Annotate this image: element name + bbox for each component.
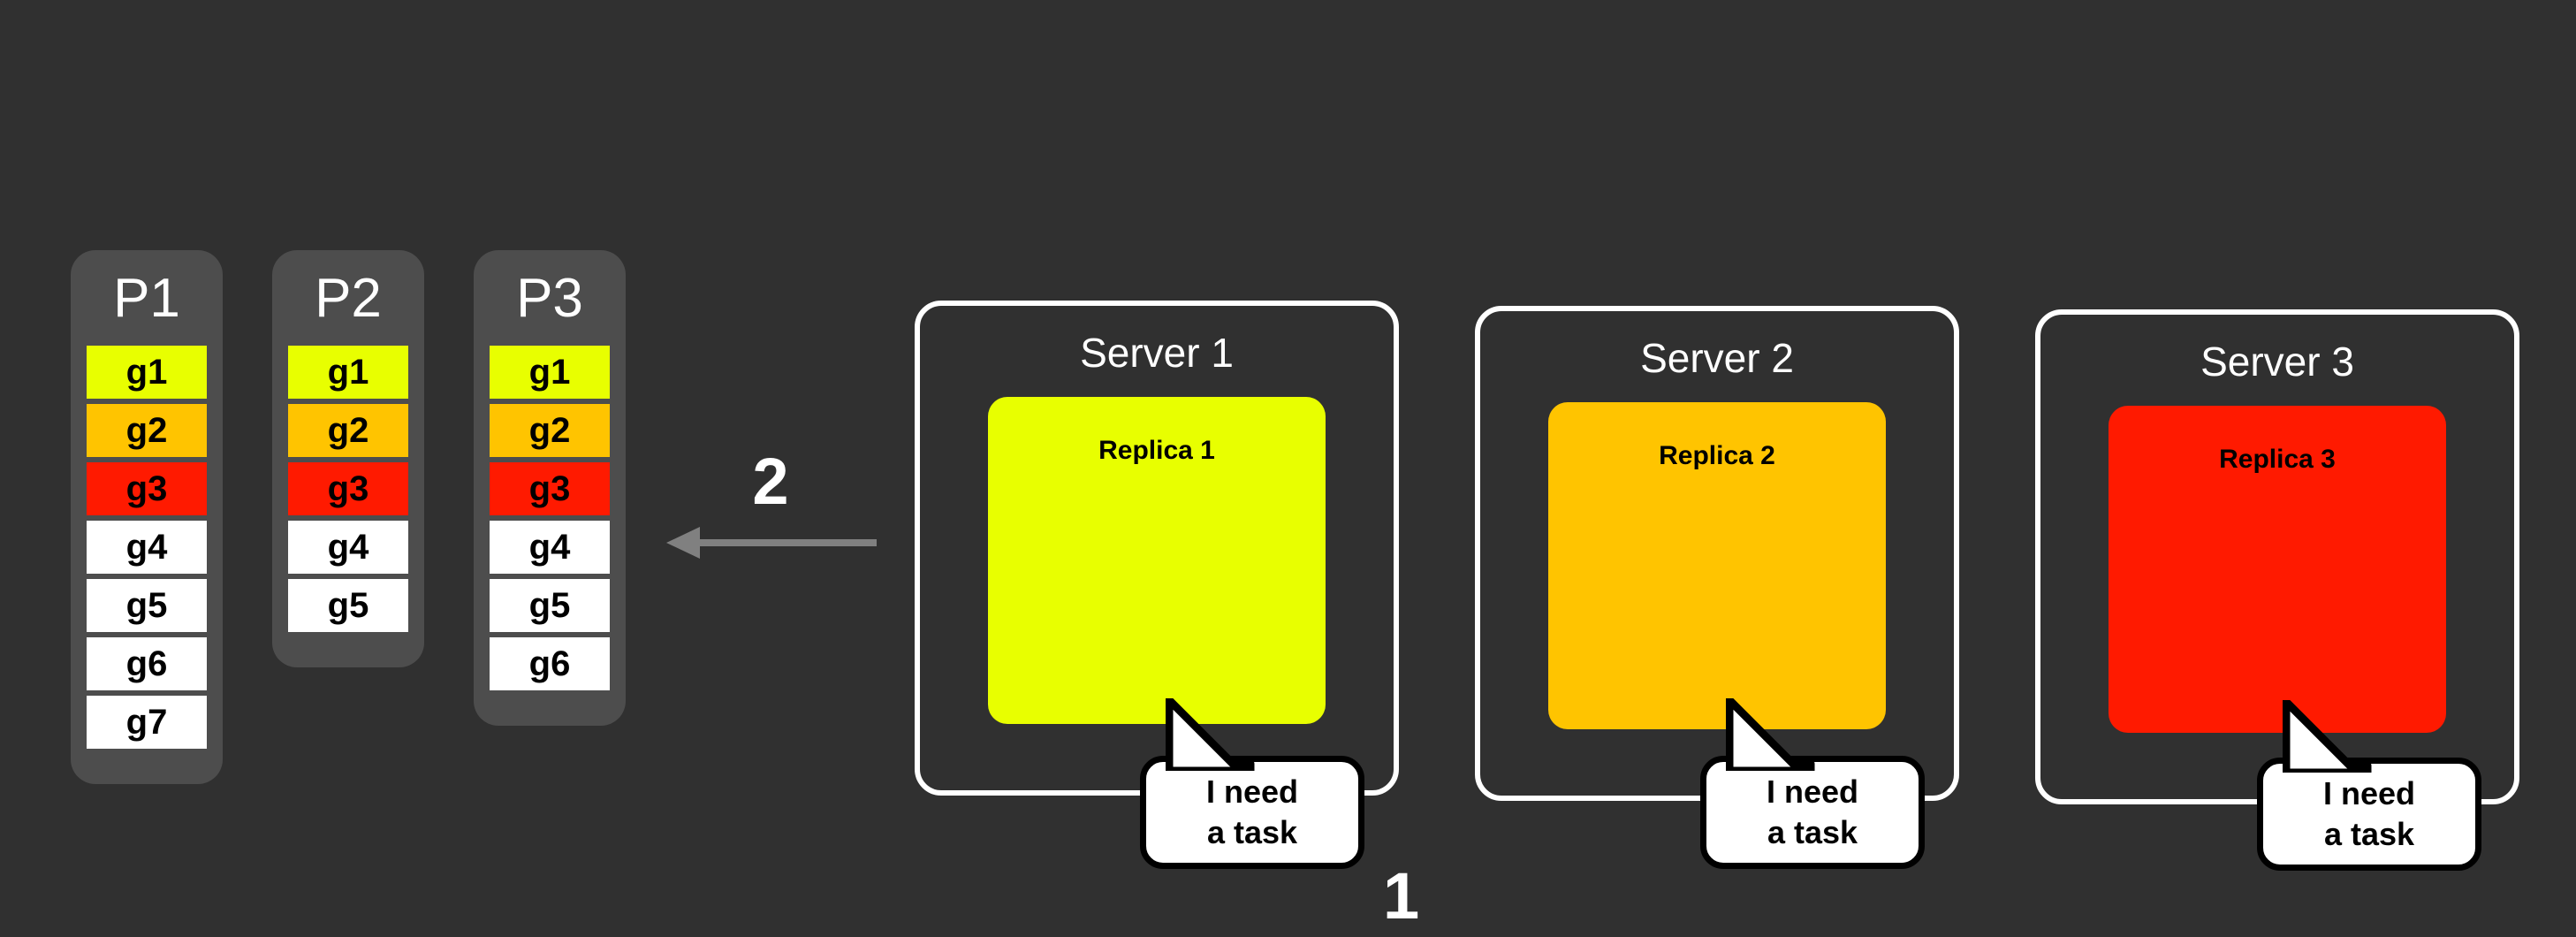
partition-slot[interactable]: g4 xyxy=(87,520,207,574)
speech-bubble-tail-icon xyxy=(2283,700,2372,773)
partition-slot[interactable]: g2 xyxy=(490,403,610,457)
speech-bubble-server-3[interactable]: I need a task xyxy=(2257,700,2481,871)
partition-slot[interactable]: g4 xyxy=(288,520,408,574)
partition-p3-slot-list: g1 g2 g3 g4 g5 g6 xyxy=(490,345,610,690)
replica-3-label: Replica 3 xyxy=(2219,445,2336,475)
server-group: Server 1 Replica 1 Server 2 Replica 2 Se… xyxy=(915,301,2519,804)
partition-slot[interactable]: g2 xyxy=(87,403,207,457)
speech-bubble-server-2[interactable]: I need a task xyxy=(1700,698,1925,869)
partition-slot[interactable]: g1 xyxy=(87,345,207,399)
partition-p1[interactable]: P1 g1 g2 g3 g4 g5 g6 g7 xyxy=(71,250,223,784)
partition-p2-slot-list: g1 g2 g3 g4 g5 xyxy=(288,345,408,632)
partition-slot[interactable]: g7 xyxy=(87,695,207,749)
partition-slot[interactable]: g3 xyxy=(490,461,610,515)
replica-1-label: Replica 1 xyxy=(1098,436,1215,466)
partition-slot[interactable]: g2 xyxy=(288,403,408,457)
partition-slot[interactable]: g4 xyxy=(490,520,610,574)
partition-p1-slot-list: g1 g2 g3 g4 g5 g6 g7 xyxy=(87,345,207,749)
replica-3[interactable]: Replica 3 xyxy=(2109,406,2446,734)
speech-bubble-line-1: I need xyxy=(2322,774,2416,811)
partition-slot[interactable]: g6 xyxy=(490,636,610,690)
partition-slot[interactable]: g1 xyxy=(288,345,408,399)
partition-slot[interactable]: g1 xyxy=(490,345,610,399)
speech-bubble-line-1: I need xyxy=(1766,773,1859,810)
partition-p2[interactable]: P2 g1 g2 g3 g4 g5 xyxy=(272,250,424,667)
speech-bubble-line-2: a task xyxy=(1206,814,1298,850)
partition-slot[interactable]: g5 xyxy=(87,578,207,632)
server-3[interactable]: Server 3 Replica 3 xyxy=(2035,309,2519,804)
partition-slot[interactable]: g3 xyxy=(288,461,408,515)
server-1[interactable]: Server 1 Replica 1 xyxy=(915,301,1399,796)
speech-bubble-line-2: a task xyxy=(1767,814,1858,850)
step-1-label: 1 xyxy=(1383,859,1420,933)
server-2[interactable]: Server 2 Replica 2 xyxy=(1475,306,1959,801)
partition-slot[interactable]: g6 xyxy=(87,636,207,690)
replica-2[interactable]: Replica 2 xyxy=(1548,402,1886,730)
partition-p3-title: P3 xyxy=(516,268,583,329)
server-3-title: Server 3 xyxy=(2200,339,2354,385)
step-2-arrow-group: 2 xyxy=(665,449,877,564)
partition-p1-title: P1 xyxy=(113,268,180,329)
partition-group: P1 g1 g2 g3 g4 g5 g6 g7 P2 g1 g2 g3 g4 g… xyxy=(71,250,626,784)
step-2-label: 2 xyxy=(752,445,789,518)
speech-bubble-tail-icon xyxy=(1166,698,1255,771)
speech-bubble-server-1[interactable]: I need a task xyxy=(1140,698,1364,869)
partition-slot[interactable]: g3 xyxy=(87,461,207,515)
partition-p3[interactable]: P3 g1 g2 g3 g4 g5 g6 xyxy=(474,250,626,726)
partition-slot[interactable]: g5 xyxy=(490,578,610,632)
partition-p2-title: P2 xyxy=(315,268,382,329)
speech-bubble-line-1: I need xyxy=(1205,773,1299,810)
partition-slot[interactable]: g5 xyxy=(288,578,408,632)
speech-bubble-tail-icon xyxy=(1726,698,1815,771)
replica-1[interactable]: Replica 1 xyxy=(988,397,1326,725)
left-arrow-icon xyxy=(666,527,877,559)
replica-2-label: Replica 2 xyxy=(1659,441,1775,471)
server-2-title: Server 2 xyxy=(1640,335,1794,381)
speech-bubble-line-2: a task xyxy=(2323,816,2415,852)
server-1-title: Server 1 xyxy=(1080,330,1234,376)
